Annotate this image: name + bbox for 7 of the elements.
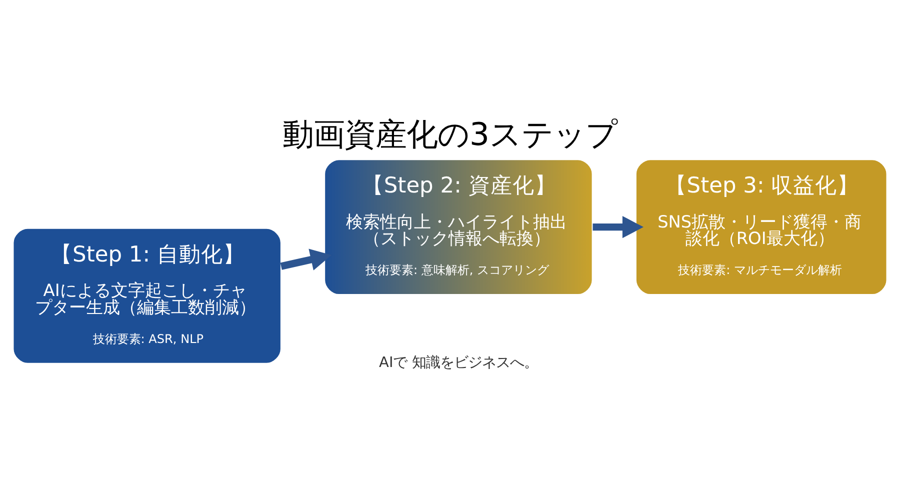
diagram-title: 動画資産化の3ステップ bbox=[282, 116, 618, 152]
node-box: 【Step 2: 資産化】 検索性向上・ハイライト抽出（ストック情報へ転換） 技術要素: 意味解析, スコアリング bbox=[324, 158, 593, 295]
arrow bbox=[592, 216, 644, 238]
node-box: 【Step 3: 収益化】 SNS拡散・リード獲得・商談化（ROI最大化） 技術要素: マルチモーダル解析 bbox=[635, 158, 888, 295]
arrow bbox=[280, 248, 332, 270]
node-box: 【Step 1: 自動化】 AIによる文字起こし・チャプター生成（編集工数削減） 技術要素: ASR, NLP bbox=[12, 227, 282, 364]
label: AIで 知識をビジネスへ。 bbox=[379, 354, 538, 371]
